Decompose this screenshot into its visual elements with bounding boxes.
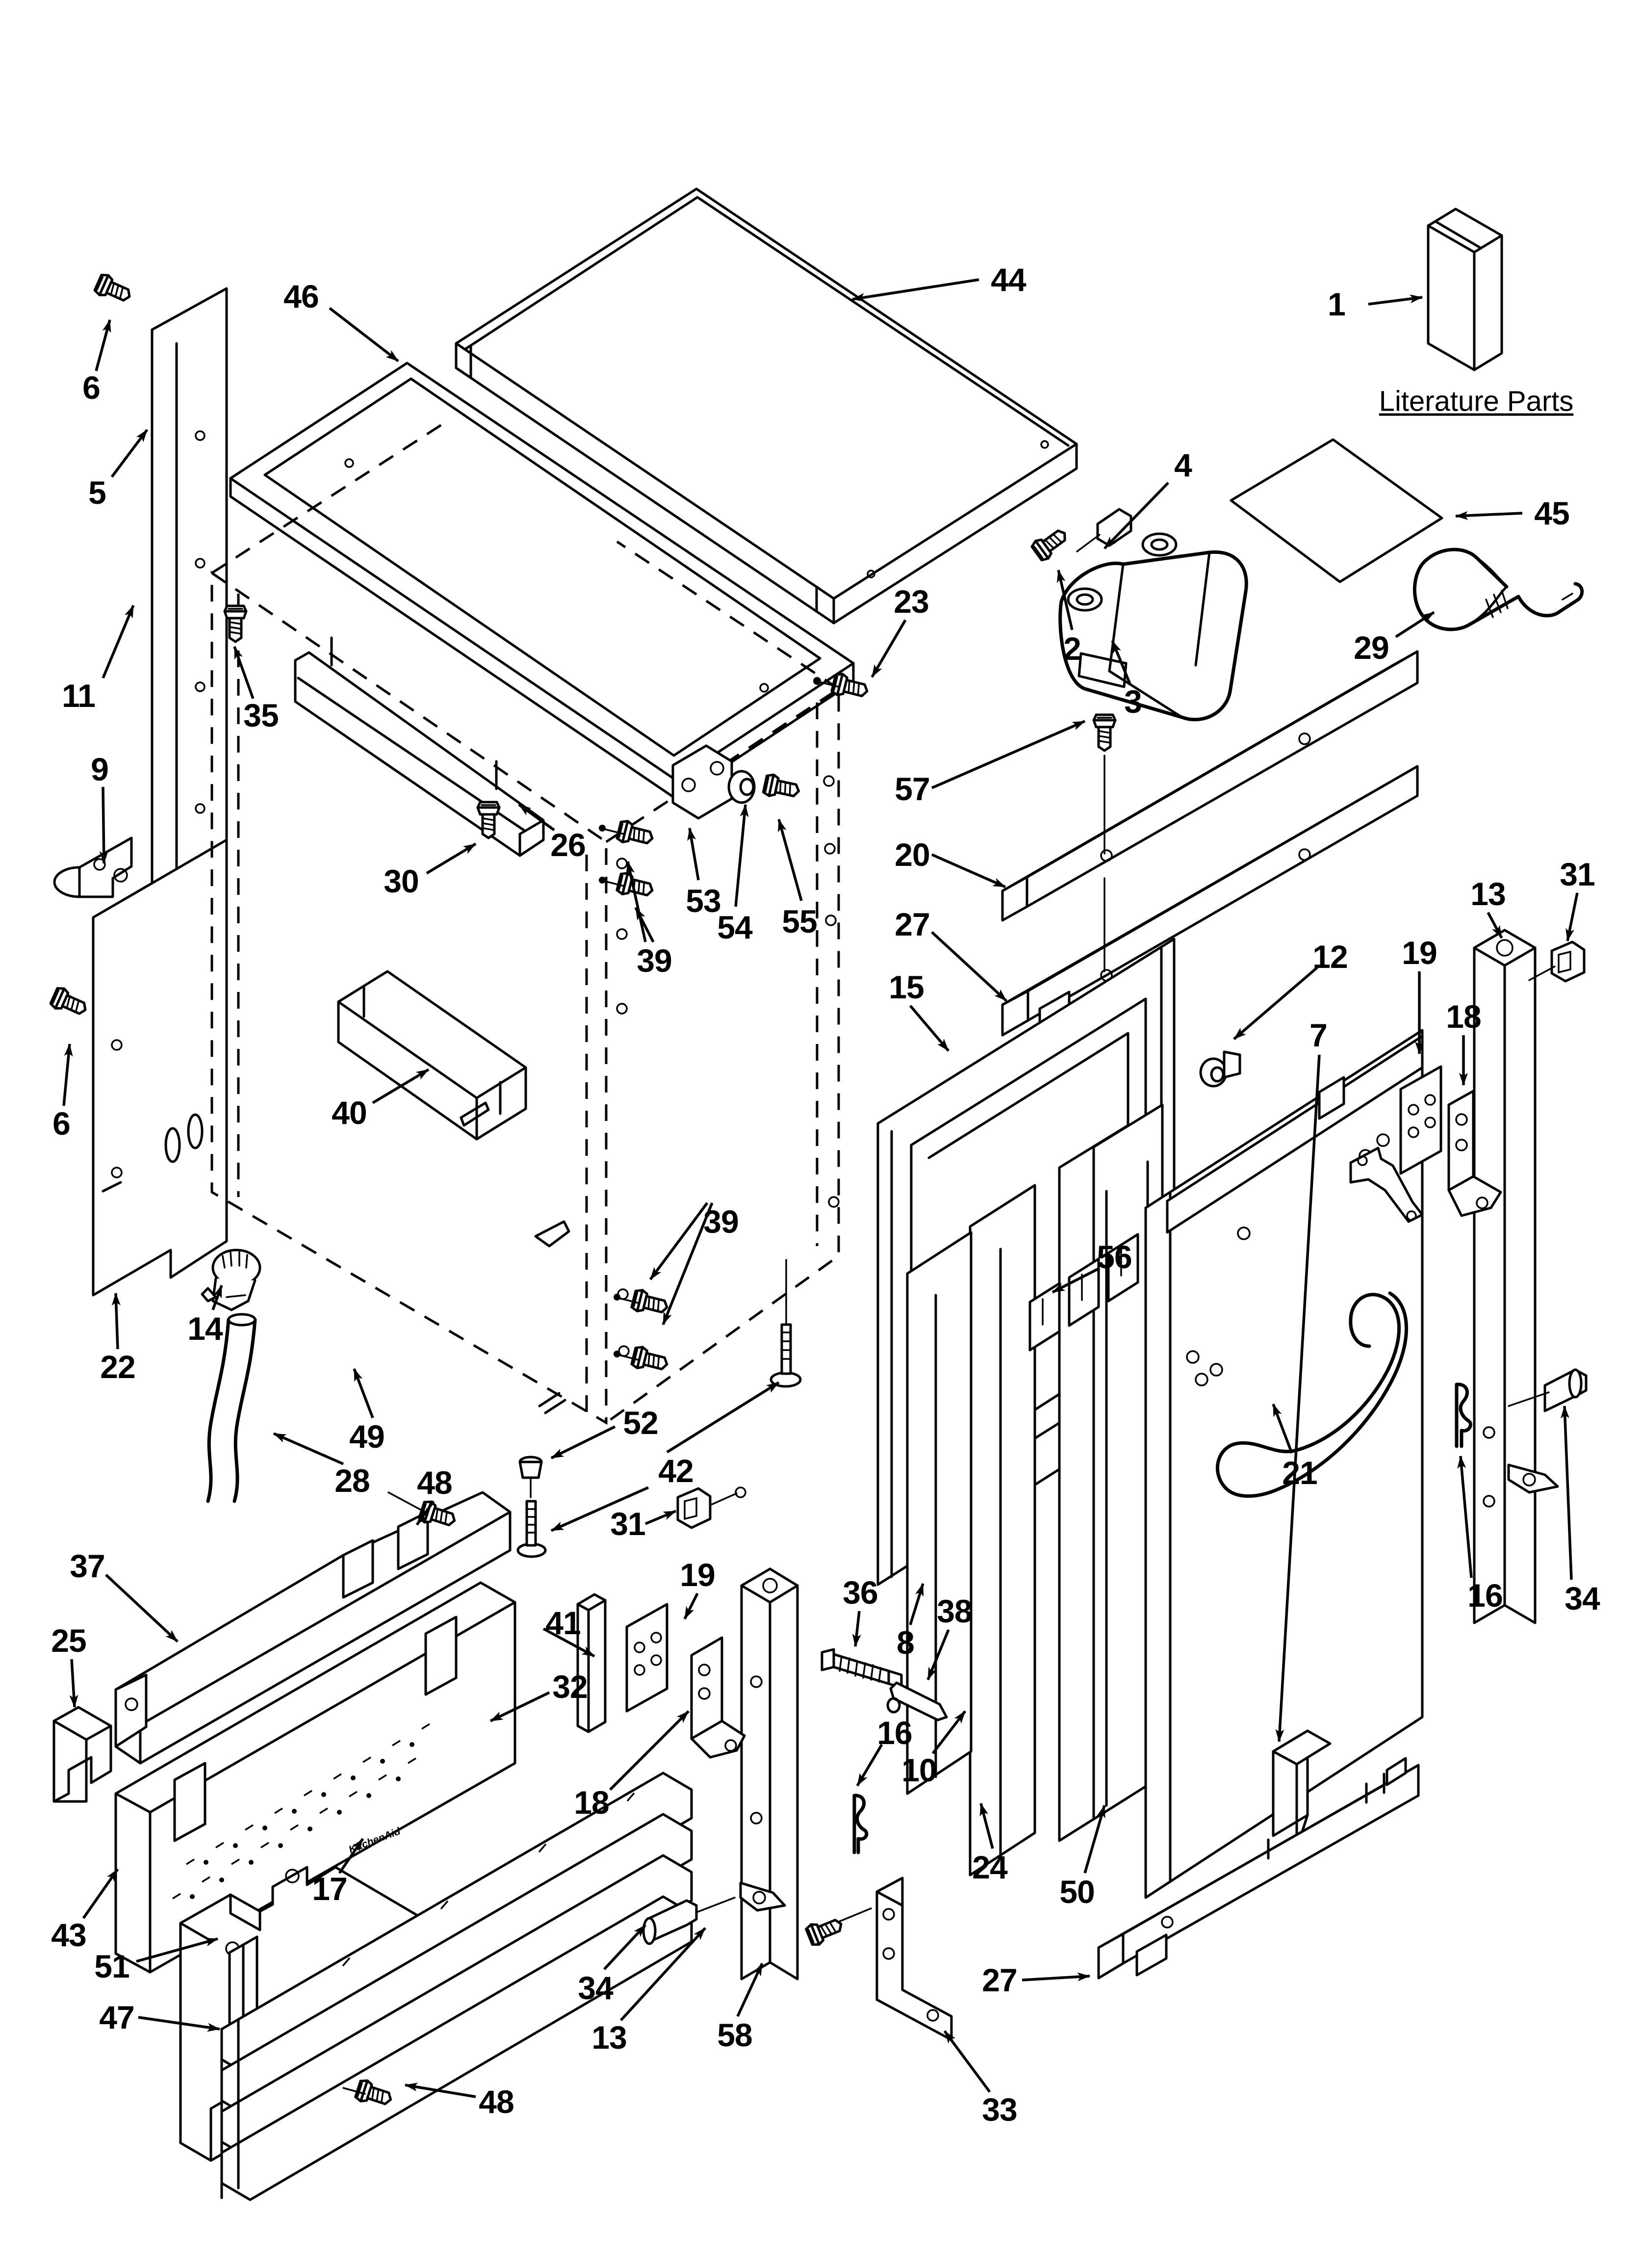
part-inner-rail bbox=[294, 636, 545, 857]
part-12-grommet bbox=[1199, 1050, 1241, 1088]
part-6-screw-lower bbox=[50, 986, 90, 1020]
part-31-nut-lower bbox=[676, 1486, 746, 1529]
part-27-rail-bottom bbox=[1097, 1757, 1420, 1980]
part-10-16-clip bbox=[852, 1794, 869, 1854]
part-21-door-handle bbox=[1216, 1291, 1408, 1498]
part-6-screw-upper bbox=[94, 273, 134, 307]
part-45-insulation-pad bbox=[1230, 438, 1443, 583]
part-37-insulation-holder bbox=[114, 1491, 512, 1765]
part-left-side-panel bbox=[53, 287, 228, 1297]
part-34-pin-right bbox=[1508, 1368, 1588, 1412]
part-36-spring bbox=[821, 1648, 903, 1689]
part-18-bracket-right bbox=[1349, 1090, 1502, 1223]
part-39-screws-lower bbox=[614, 1289, 669, 1375]
part-2-screw bbox=[1030, 524, 1071, 562]
part-38-pin bbox=[886, 1681, 948, 1721]
part-3-door-strike bbox=[1058, 532, 1248, 722]
part-27-rail-lower bbox=[1001, 765, 1419, 1037]
part-19-plate-right bbox=[1399, 1065, 1442, 1175]
part-tub-hidden-outline bbox=[210, 423, 840, 1425]
part-14-hose-clamp bbox=[201, 1249, 261, 1311]
part-29-clip bbox=[1412, 547, 1584, 631]
part-16-clip-right bbox=[1455, 1382, 1472, 1448]
part-28-drain-hose bbox=[206, 1313, 257, 1503]
part-18-bracket-lower bbox=[690, 1636, 746, 1759]
part-24-door-channel bbox=[906, 1184, 1036, 1877]
part-42-washer-screw bbox=[770, 1259, 802, 1388]
part-outer-door-panel bbox=[1144, 1029, 1424, 1899]
part-40-trough bbox=[337, 970, 527, 1141]
part-1-literature bbox=[1427, 208, 1503, 371]
part-13-upright-left bbox=[739, 1567, 799, 1981]
part-23-screw bbox=[813, 673, 870, 702]
part-35-screw bbox=[225, 606, 246, 642]
part-48-screw-upper bbox=[387, 1491, 458, 1531]
leader-lines bbox=[62, 278, 1579, 2098]
part-25-clip-left bbox=[52, 1706, 112, 1803]
part-57-screw bbox=[1094, 715, 1115, 972]
part-48-screw-bottom bbox=[342, 2079, 394, 2110]
part-34-pin-lower bbox=[642, 1897, 736, 1945]
part-33-bracket bbox=[875, 1877, 953, 2041]
part-31-nut-right bbox=[1528, 940, 1586, 983]
part-58-screw bbox=[805, 1907, 872, 1947]
part-13-upright-right bbox=[1473, 929, 1559, 1624]
part-52-plug bbox=[516, 1457, 547, 1558]
part-7-door-bracket bbox=[1272, 1729, 1332, 1850]
part-41-trim-strip bbox=[576, 1593, 607, 1733]
part-39-screws-upper bbox=[599, 820, 655, 901]
part-47-grille bbox=[220, 1772, 693, 2201]
part-54-washer bbox=[727, 770, 756, 804]
part-top-cover bbox=[455, 187, 1078, 625]
part-20-rail bbox=[1001, 650, 1419, 922]
part-19-plate-lower bbox=[625, 1603, 668, 1713]
part-55-screw bbox=[763, 773, 801, 802]
part-32-insulation-block bbox=[114, 1581, 516, 1974]
part-4-bushing bbox=[1076, 508, 1132, 552]
